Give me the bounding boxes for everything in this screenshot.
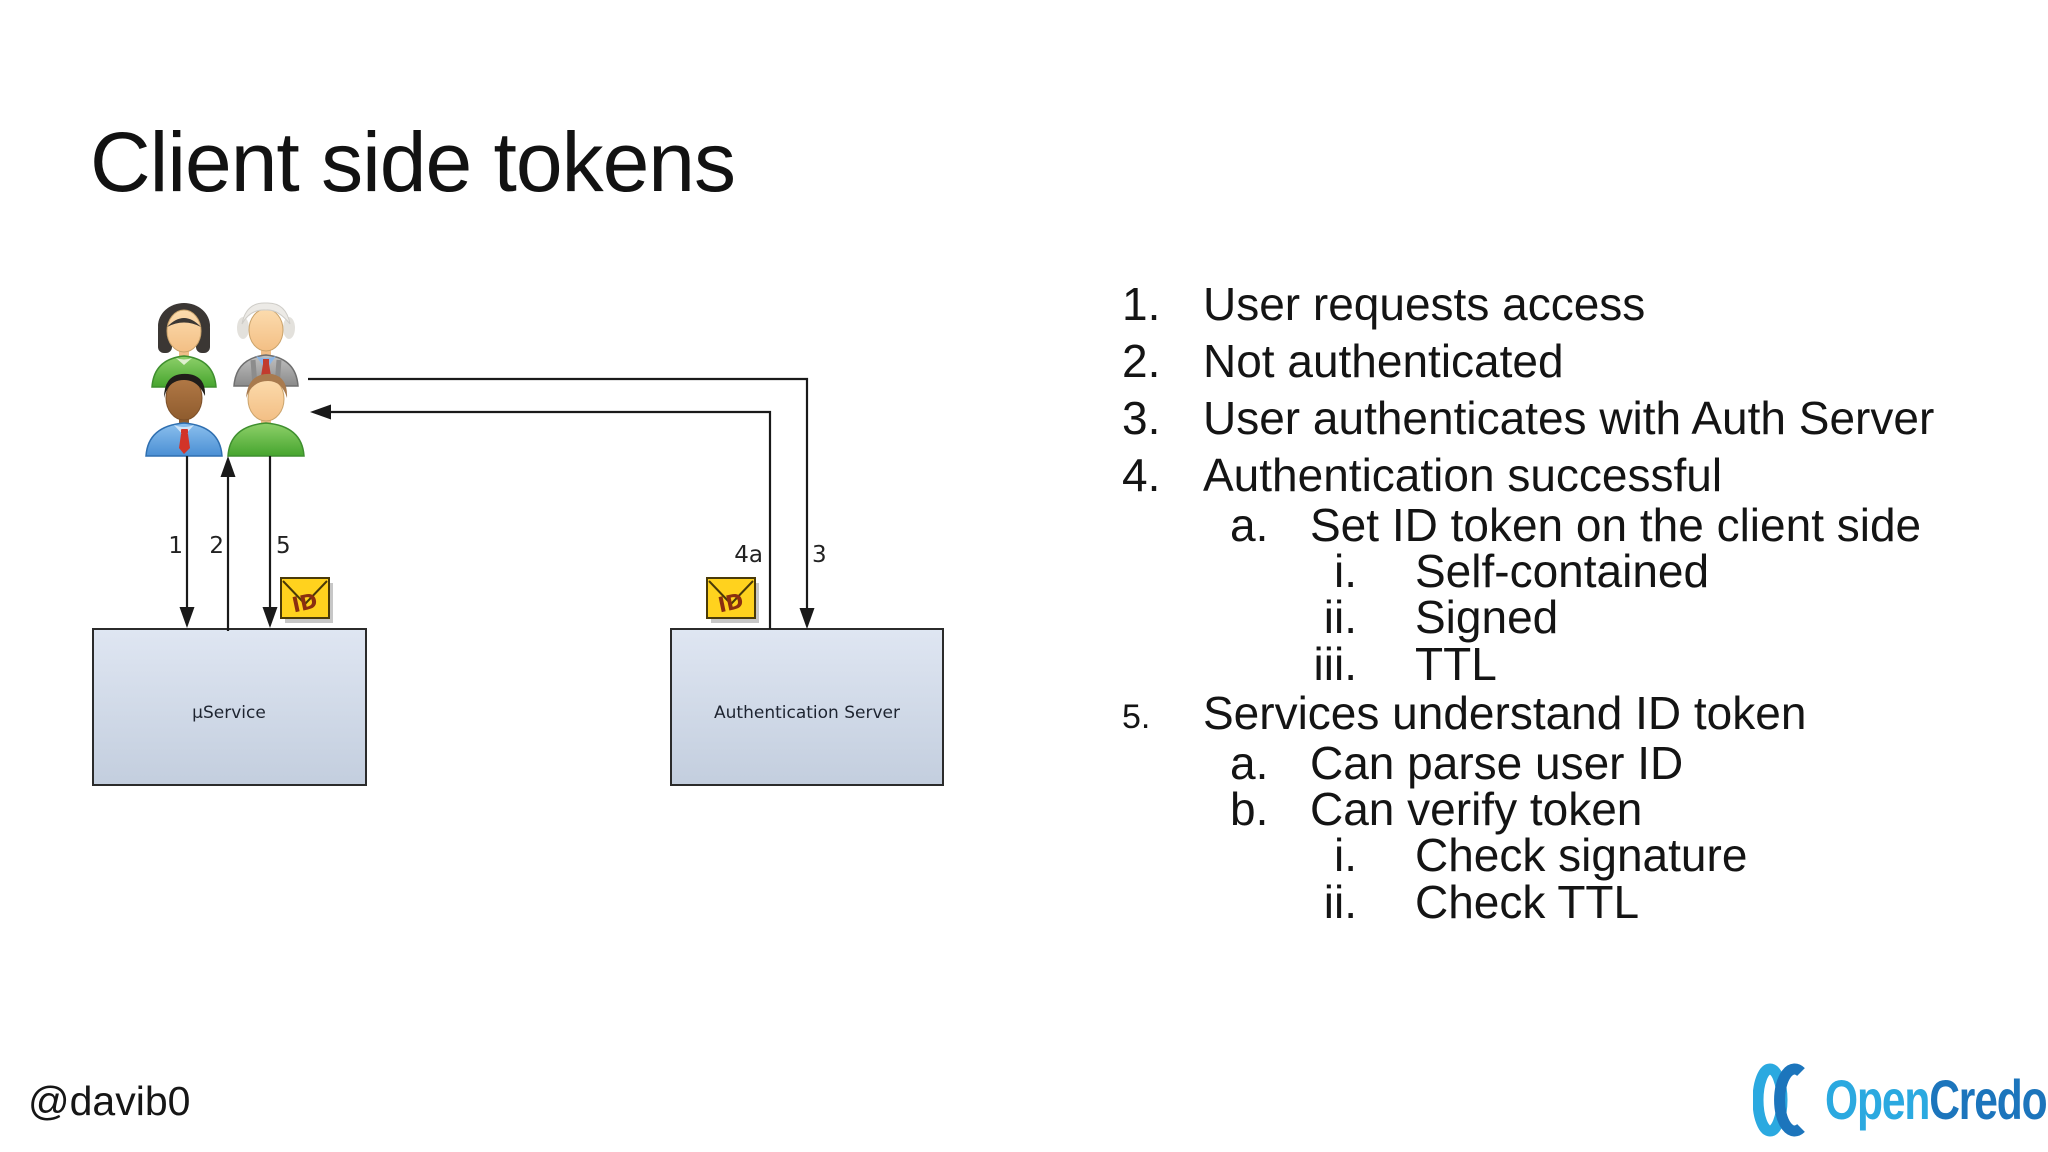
auth-server-box-label: Authentication Server xyxy=(714,703,900,723)
list-text: User authenticates with Auth Server xyxy=(1203,392,1935,444)
list-item: 2. Not authenticated xyxy=(0,338,2048,394)
arrowhead-down-icon xyxy=(179,607,195,628)
list-marker: i. xyxy=(1334,545,1357,597)
microservice-box: µService xyxy=(92,628,367,786)
opencredo-monogram-icon xyxy=(1753,1063,1805,1137)
user-avatar-person-icon xyxy=(227,373,305,457)
list-marker: i. xyxy=(1334,829,1357,881)
list-item: 4. Authentication successful xyxy=(0,452,2048,508)
list-marker: a. xyxy=(1230,737,1269,789)
list-item: i. Self-contained xyxy=(0,548,2048,604)
list-marker: 5. xyxy=(1122,698,1151,736)
list-item: a. Can parse user ID xyxy=(0,740,2048,796)
list-marker: a. xyxy=(1230,499,1269,551)
list-item: b. Can verify token xyxy=(0,786,2048,842)
list-marker: 4. xyxy=(1122,449,1161,501)
list-text: Set ID token on the client side xyxy=(1310,499,1922,551)
id-token-label: ID xyxy=(290,589,320,618)
list-item: 5. Services understand ID token xyxy=(0,690,2048,746)
list-text: Can verify token xyxy=(1310,783,1643,835)
arrowhead-down-icon xyxy=(262,607,278,628)
arrowhead-down-icon xyxy=(799,608,815,629)
list-text: Not authenticated xyxy=(1203,335,1564,387)
list-item: 3. User authenticates with Auth Server xyxy=(0,395,2048,451)
arrowheads xyxy=(179,404,815,629)
id-token-envelope-icon: ID xyxy=(280,577,333,623)
list-text: Services understand ID token xyxy=(1203,687,1807,739)
opencredo-logo: OpenCredo xyxy=(1753,1060,2048,1140)
list-item: 1. User requests access xyxy=(0,281,2048,337)
user-avatar-man-icon xyxy=(145,373,223,457)
arrowhead-left-icon xyxy=(310,404,331,420)
list-item: iii. TTL xyxy=(0,641,2048,697)
arrow-labels: 1 2 5 4a 3 xyxy=(168,533,826,568)
list-marker: 3. xyxy=(1122,392,1161,444)
list-text: TTL xyxy=(1415,638,1497,690)
list-marker: ii. xyxy=(1323,591,1357,643)
list-item: a. Set ID token on the client side xyxy=(0,502,2048,558)
list-item: ii. Signed xyxy=(0,594,2048,650)
opencredo-wordmark: OpenCredo xyxy=(1825,1060,2048,1140)
microservice-box-label: µService xyxy=(192,703,266,723)
list-text: Signed xyxy=(1415,591,1559,643)
arrow-step3 xyxy=(308,377,809,608)
id-token-envelope-icon: ID xyxy=(706,577,759,623)
list-marker: ii. xyxy=(1323,876,1357,928)
flow-arrows xyxy=(185,377,809,631)
users-group-icon xyxy=(145,302,305,457)
arrowhead-up-icon xyxy=(220,456,236,477)
list-text: User requests access xyxy=(1203,278,1646,330)
list-item: ii. Check TTL xyxy=(0,879,2048,935)
wordmark-open: Open xyxy=(1825,1068,1930,1131)
list-marker: 1. xyxy=(1122,278,1161,330)
page-title: Client side tokens xyxy=(90,115,736,209)
arrow-label-1: 1 xyxy=(168,533,183,559)
list-text: Self-contained xyxy=(1415,545,1710,597)
list-text: Check signature xyxy=(1415,829,1748,881)
wordmark-credo: Credo xyxy=(1929,1068,2047,1131)
id-token-label: ID xyxy=(716,589,746,618)
list-marker: 2. xyxy=(1122,335,1161,387)
list-text: Check TTL xyxy=(1415,876,1640,928)
twitter-handle: @davib0 xyxy=(28,1078,191,1124)
list-marker: iii. xyxy=(1313,638,1357,690)
list-text: Can parse user ID xyxy=(1310,737,1684,789)
arrow-step4a xyxy=(331,410,772,629)
arrow-label-3: 3 xyxy=(812,542,827,568)
list-item: i. Check signature xyxy=(0,832,2048,888)
list-marker: b. xyxy=(1230,783,1269,835)
arrow-label-2: 2 xyxy=(209,533,224,559)
list-text: Authentication successful xyxy=(1203,449,1723,501)
arrow-label-4a: 4a xyxy=(734,542,763,568)
auth-server-box: Authentication Server xyxy=(670,628,944,786)
arrow-label-5: 5 xyxy=(276,533,291,559)
